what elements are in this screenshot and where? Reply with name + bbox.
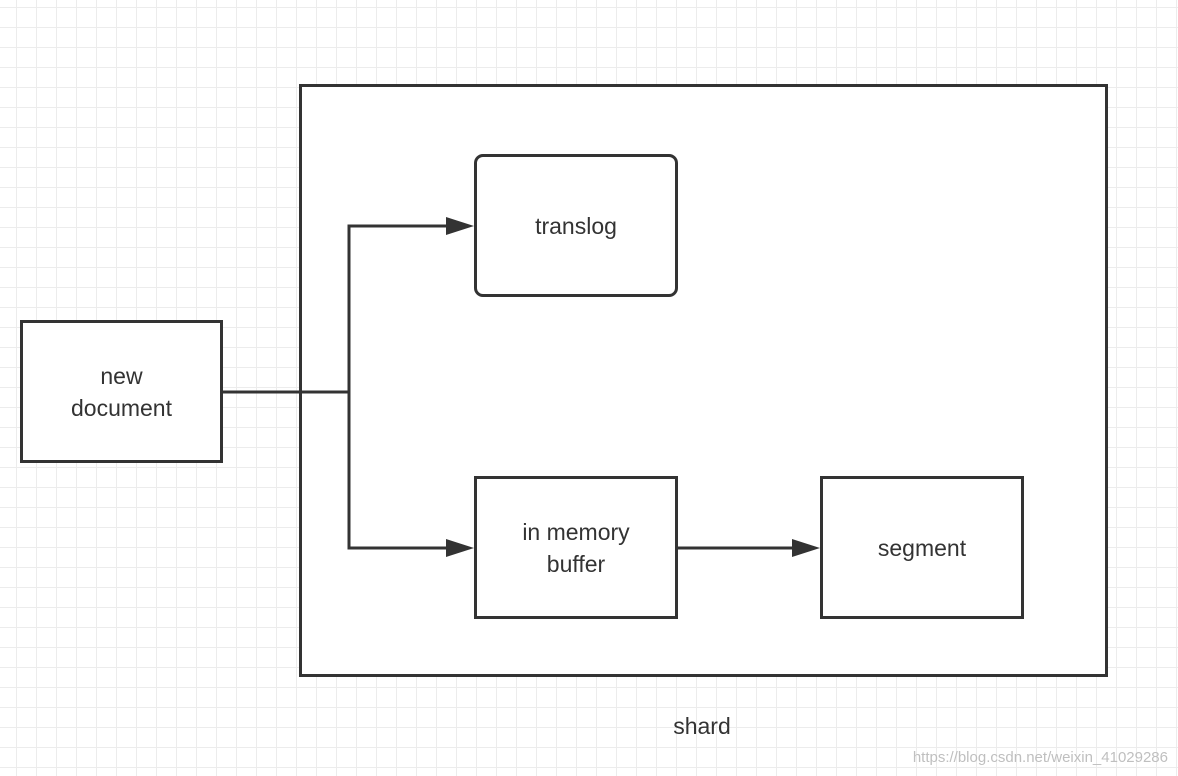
shard-container-label: shard — [673, 713, 731, 739]
node-translog-label: translog — [535, 212, 617, 239]
node-in-memory-buffer-label: in memory buffer — [522, 518, 630, 577]
arrowhead-buffer — [446, 539, 474, 557]
node-new-document-label: new document — [70, 362, 172, 421]
arrowhead-segment — [792, 539, 820, 557]
watermark-text: https://blog.csdn.net/weixin_41029286 — [912, 749, 1168, 766]
node-segment-label: segment — [877, 534, 967, 561]
arrowhead-translog — [446, 217, 474, 235]
node-in-memory-buffer: in memory buffer — [474, 476, 678, 619]
edge-document-to-buffer — [347, 392, 448, 550]
node-new-document: new document — [20, 320, 223, 463]
edge-document-to-translog — [347, 224, 448, 392]
node-translog: translog — [474, 154, 678, 297]
node-segment: segment — [820, 476, 1024, 619]
